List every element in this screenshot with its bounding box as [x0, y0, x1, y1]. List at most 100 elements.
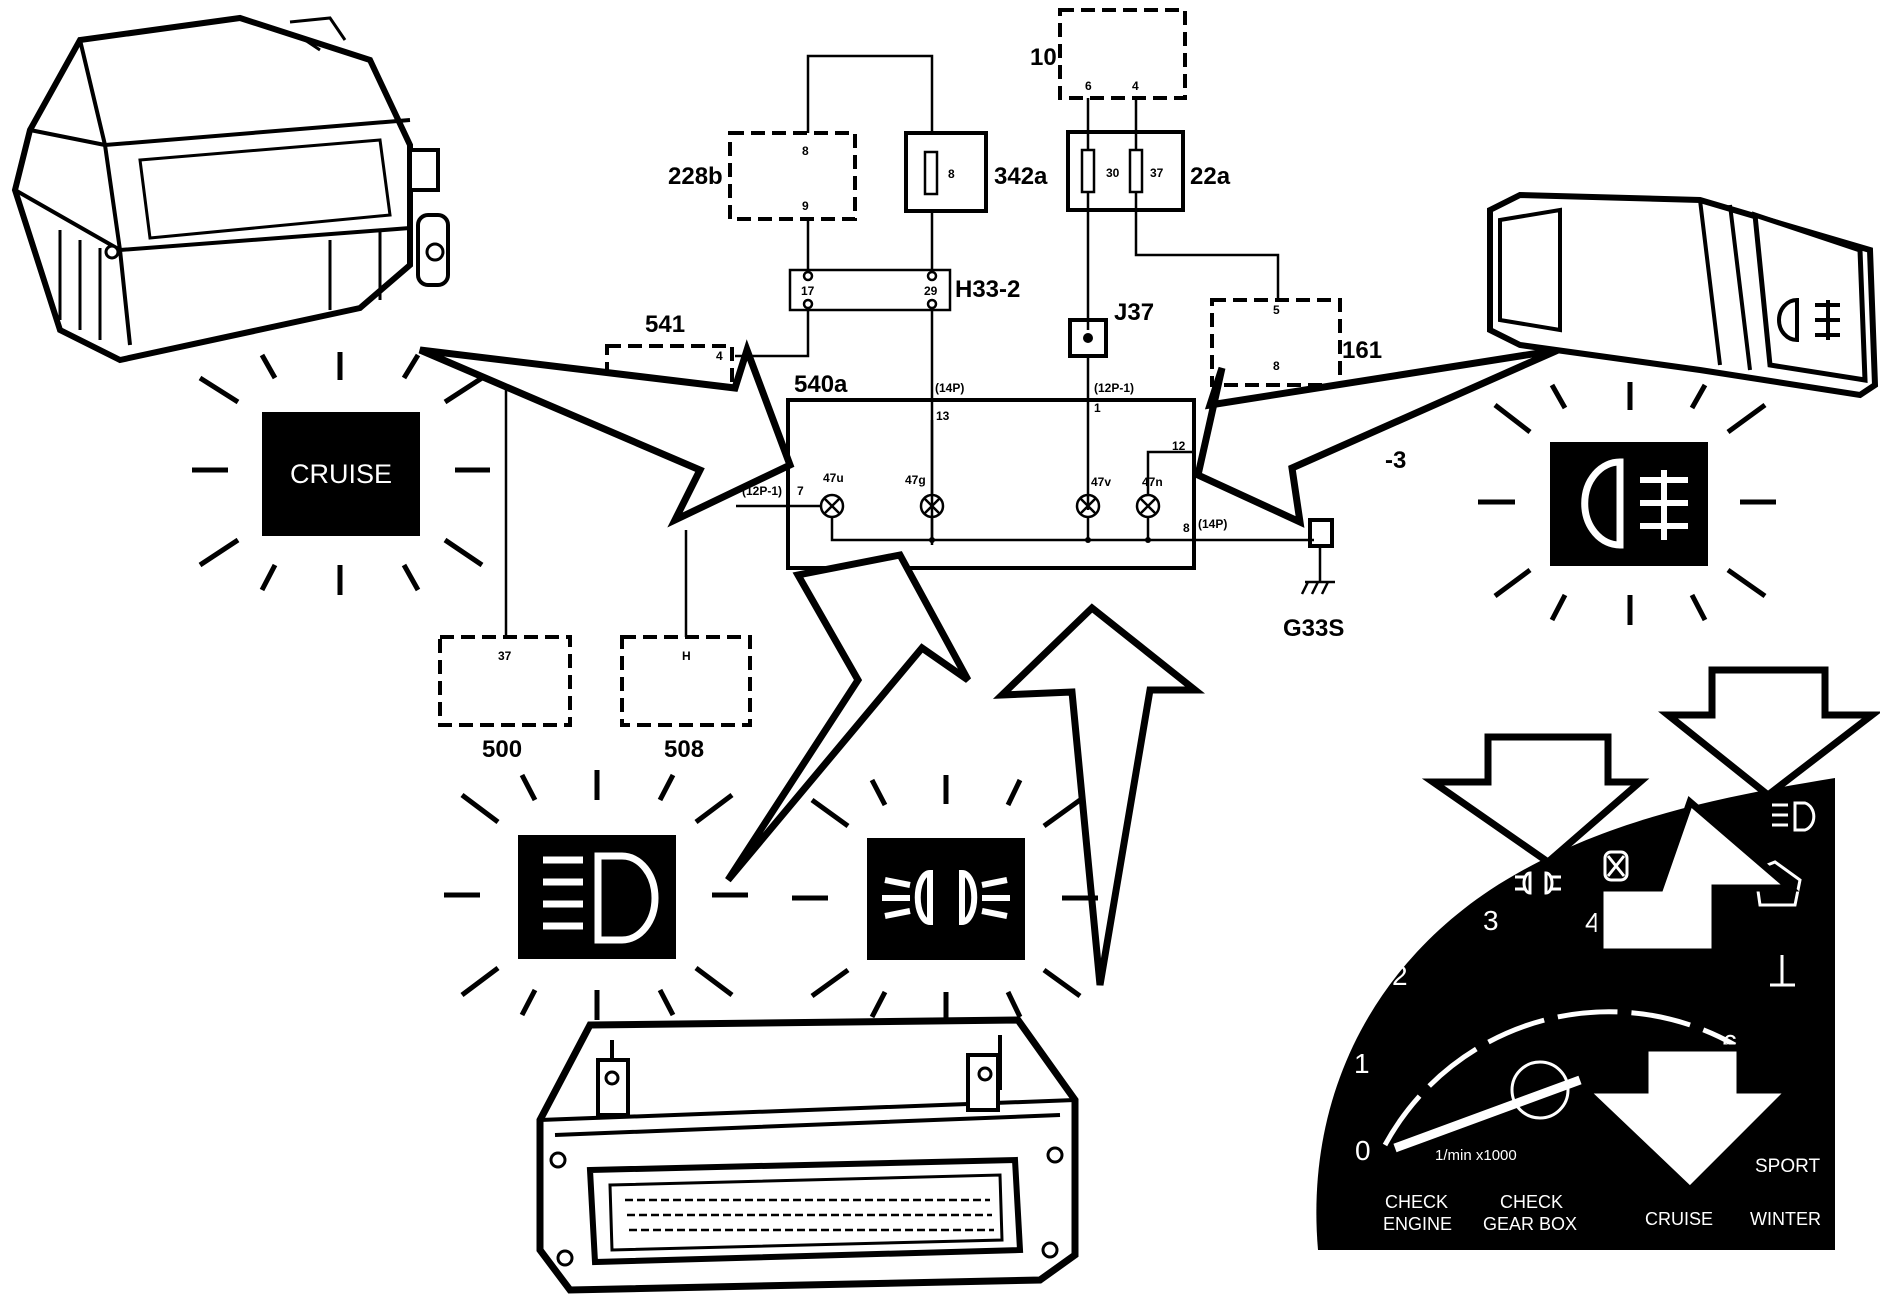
- foglight-switch: [1487, 191, 1879, 399]
- tick-label: 2: [1392, 960, 1408, 991]
- cluster-cruise-label: CRUISE: [1645, 1209, 1713, 1229]
- fuse-icon: [1080, 148, 1096, 194]
- component-228b-box: [728, 131, 857, 221]
- main-beam-icon: [594, 852, 659, 944]
- tick-label: 0: [1355, 1135, 1371, 1166]
- ground-connector: [1308, 518, 1334, 548]
- winter-label: WINTER: [1750, 1209, 1821, 1229]
- component-540a-label: 540a: [794, 371, 848, 398]
- seat-warning-icon: [1770, 955, 1795, 987]
- h33-2-label: H33-2: [955, 276, 1020, 303]
- component-508-label: 508: [664, 736, 704, 763]
- arrow-foglight-switch: [1193, 346, 1560, 528]
- bulb-47g: 47g: [905, 473, 945, 519]
- door-open-warning-icon: [1753, 860, 1802, 907]
- pin-label: 29: [924, 284, 938, 298]
- tachometer-needle: [1393, 1075, 1582, 1153]
- arrow-cluster-cruise: [1576, 1044, 1799, 1195]
- main-beam-warning-icon: [1772, 801, 1816, 832]
- check-gearbox-label: CHECK: [1500, 1192, 1563, 1212]
- connector-h33-2: [788, 268, 952, 312]
- component-22a-box: [1066, 130, 1185, 212]
- foglight-switch-icon: [1777, 297, 1840, 343]
- sidelight-indicator: [792, 775, 1098, 1022]
- check-engine-label: ENGINE: [1383, 1214, 1452, 1234]
- bulb-47n: 47n: [1135, 475, 1163, 519]
- ground-g33s-label: G33S: [1283, 615, 1344, 642]
- sidelight-warning-icon: [1515, 871, 1561, 895]
- pin-label: 37: [498, 649, 512, 663]
- pin-label: 12: [1172, 439, 1186, 453]
- pin-label: 4: [716, 349, 723, 363]
- pin-label: 8: [1273, 359, 1280, 373]
- arrow-cluster-rearfog: [1596, 795, 1800, 956]
- component-541-label: 541: [645, 311, 685, 338]
- callout-arrows: [418, 339, 1560, 986]
- pin-label: 6: [1085, 79, 1092, 93]
- tick-label: 1: [1354, 1048, 1370, 1079]
- bulb-47v: 47v: [1075, 475, 1111, 519]
- pin-label: 5: [1273, 303, 1280, 317]
- pin-label: H: [682, 649, 691, 663]
- pin-label: (14P): [935, 381, 964, 395]
- pin-label: 13: [936, 409, 950, 423]
- pin-label: 8: [1183, 521, 1190, 535]
- component-228b-label: 228b: [668, 163, 723, 190]
- component-10-box: [1058, 8, 1187, 100]
- bulb-47u: 47u: [819, 471, 845, 519]
- check-gearbox-label: GEAR BOX: [1483, 1214, 1577, 1234]
- tachometer-unit: 1/min x1000: [1435, 1147, 1517, 1164]
- main-beam-indicator: [444, 770, 748, 1020]
- pin-label: 17: [801, 284, 815, 298]
- pin-label: 9: [802, 199, 809, 213]
- tachometer-arc: [1382, 1009, 1737, 1147]
- bulb-label: 47u: [823, 471, 844, 485]
- pin-label: (14P): [1198, 517, 1227, 531]
- pin-label: 8: [802, 144, 809, 158]
- bulb-label: 47g: [905, 473, 926, 487]
- tick-label: 3: [1483, 905, 1499, 936]
- arrow-cruise-module: [418, 339, 795, 528]
- sport-label: SPORT: [1755, 1156, 1821, 1177]
- pin-label: 7: [797, 484, 804, 498]
- pin-label: 4: [1132, 79, 1139, 93]
- bulb-label: 47v: [1091, 475, 1111, 489]
- arrow-ecu: [992, 603, 1206, 986]
- component-500-label: 500: [482, 736, 522, 763]
- fuse-icon: [923, 150, 939, 196]
- arrow-cluster-mainbeam: [1658, 666, 1880, 800]
- ecu-connector-pins: [625, 1198, 994, 1232]
- bulb-label: 47n: [1142, 475, 1163, 489]
- component-342a-label: 342a: [994, 163, 1048, 190]
- component-540a-box: [786, 398, 1196, 570]
- component-22a-label: 22a: [1190, 163, 1231, 190]
- j37-label: J37: [1114, 299, 1154, 326]
- arrow-headlight-indicator: [725, 551, 972, 883]
- component-342a-box: [904, 131, 988, 213]
- engine-ecu: [536, 1016, 1079, 1294]
- pin-label: 30: [1106, 166, 1120, 180]
- rear-foglight-indicator: [1478, 382, 1776, 625]
- bulb-warning-icon: [1603, 850, 1629, 882]
- instrument-cluster: 0 1 2 3 4 6 1/min x1000 SPORT CHECK ENGI…: [1316, 666, 1880, 1250]
- pin-label: 37: [1150, 166, 1164, 180]
- schematic: 10 6 4 30 37 22a J37 228b 8 9 8 342a: [438, 8, 1406, 763]
- component-161-box: [1210, 298, 1342, 387]
- foglight-icon: [1581, 458, 1624, 549]
- splice-dot: [1083, 333, 1093, 343]
- component-161-label: 161: [1342, 337, 1382, 364]
- cruise-control-module: [11, 14, 450, 364]
- component-10-label: 10: [1030, 44, 1057, 71]
- check-engine-label: CHECK: [1385, 1192, 1448, 1212]
- pin-label: 8: [948, 167, 955, 181]
- pin-label: 1: [1094, 401, 1101, 415]
- pin-label: (12P-1): [1094, 381, 1134, 395]
- fuse-icon: [1128, 148, 1144, 194]
- arrow-cluster-sidelight: [1421, 733, 1650, 867]
- pin-label: (12P-1): [742, 484, 782, 498]
- sidelight-icon: [882, 869, 1010, 926]
- partial-label: -3: [1385, 447, 1406, 474]
- cruise-indicator-text: CRUISE: [290, 459, 392, 489]
- cruise-indicator: CRUISE: [192, 352, 490, 595]
